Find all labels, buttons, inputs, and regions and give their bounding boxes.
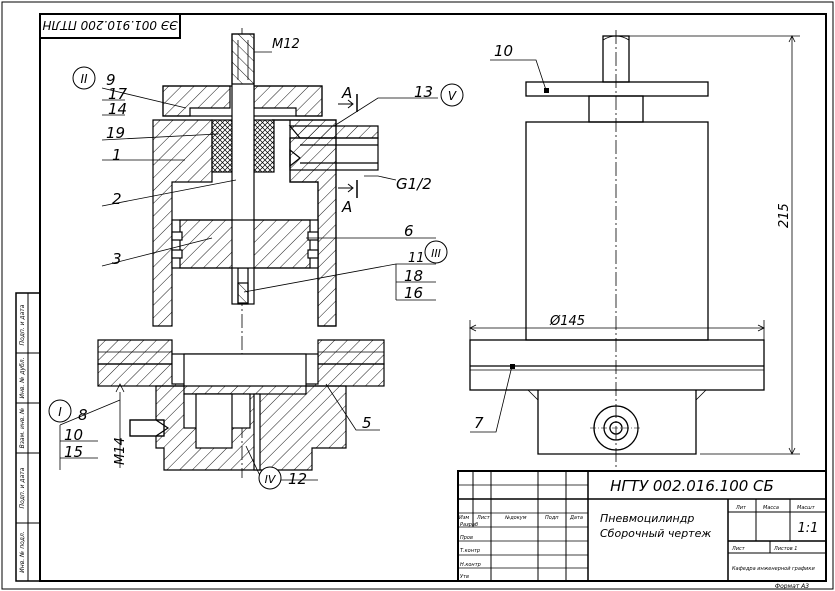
title-name-1: Пневмоцилиндр: [600, 512, 694, 525]
balloon-IV: IV: [265, 473, 277, 486]
sheet-label: Лист: [731, 546, 746, 552]
leader-lines: [59, 87, 438, 481]
pos-17: 17: [108, 85, 128, 103]
balloon-II: II: [80, 72, 88, 86]
pos-5: 5: [362, 414, 372, 432]
front-view-dimensions: [469, 35, 800, 455]
pos-2: 2: [112, 190, 122, 208]
col-date: Дата: [569, 515, 583, 521]
title-name-2: Сборочный чертеж: [600, 527, 711, 540]
row-tkontr: Т.контр: [460, 548, 480, 554]
scale-label: Масшт: [797, 505, 816, 511]
title-block: [457, 470, 827, 582]
row-nkontr: Н.контр: [460, 562, 481, 568]
side-strip-label-4: Подп. и дата: [19, 467, 26, 508]
side-strip-label-5: Инв. № подл.: [19, 531, 26, 572]
balloon-circles: [48, 66, 464, 490]
stamp-code: ЭЭ 001.910.200 ПТЛН: [42, 18, 178, 32]
pos-12: 12: [288, 470, 307, 488]
col-list: Лист: [476, 515, 491, 521]
mass-label: Масса: [763, 505, 779, 511]
format-label: Формат А3: [775, 583, 809, 590]
section-view: [97, 28, 385, 478]
thread-m14-label: M14: [113, 437, 128, 465]
pos-10-right: 10: [494, 42, 513, 60]
row-utv: Утв: [460, 574, 469, 580]
diameter-label: Ø145: [549, 314, 585, 329]
pos-16: 16: [404, 284, 423, 302]
title-block-text: НГТУ 002.016.100 СБ Пневмоцилиндр Сбороч…: [459, 477, 818, 590]
pos-7: 7: [474, 414, 484, 432]
row-prov: Пров: [460, 535, 473, 541]
col-doc: №докум: [504, 515, 527, 521]
stamp-box: ЭЭ 001.910.200 ПТЛН: [39, 13, 181, 39]
front-view: [469, 30, 765, 470]
dimension-lines-left: [115, 51, 272, 468]
balloon-III: III: [431, 247, 441, 260]
section-mark-a-bottom: A: [341, 198, 352, 216]
pos-15: 15: [64, 443, 83, 461]
col-izm: Изм: [459, 515, 469, 521]
dept-label: Кафедра инженерной графики: [732, 566, 815, 572]
thread-m12-label: M12: [272, 37, 300, 52]
pos-11: 11: [408, 251, 425, 266]
pos-10: 10: [64, 426, 83, 444]
balloon-I: I: [58, 405, 62, 419]
marker-10-right: [544, 88, 549, 93]
section-marks: [338, 94, 358, 198]
balloon-V: V: [448, 89, 457, 103]
height-label: 215: [777, 203, 792, 228]
pos-19: 19: [106, 124, 125, 142]
pos-9: 9: [106, 71, 116, 89]
marker-7: [510, 364, 515, 369]
section-mark-a-top: A: [341, 84, 352, 102]
sheets-label: Листов 1: [773, 546, 797, 552]
side-strip-label-3: Взам. инв. №: [19, 408, 26, 449]
designation: НГТУ 002.016.100 СБ: [610, 477, 774, 495]
row-razrab: Разраб: [460, 522, 478, 528]
pos-14: 14: [108, 100, 127, 118]
thread-g12-label: G1/2: [396, 175, 432, 193]
pos-6: 6: [404, 222, 414, 240]
col-sign: Подп: [545, 515, 559, 521]
pos-13: 13: [414, 83, 433, 101]
side-strip: Подп. и дата Инв. № дубл. Взам. инв. № П…: [15, 292, 41, 582]
side-strip-label-2: Инв. № дубл.: [19, 357, 26, 398]
pos-18: 18: [404, 267, 423, 285]
scale-value: 1:1: [798, 521, 819, 536]
pos-3: 3: [112, 250, 122, 268]
side-strip-label-1: Подп. и дата: [19, 304, 26, 345]
position-labels: 9 17 14 19 1 2 3 13 6 11 18 16 8 10 15 5…: [64, 71, 433, 488]
pos-8: 8: [78, 406, 88, 424]
pos-1: 1: [112, 146, 122, 164]
lit-label: Лит: [735, 505, 747, 511]
